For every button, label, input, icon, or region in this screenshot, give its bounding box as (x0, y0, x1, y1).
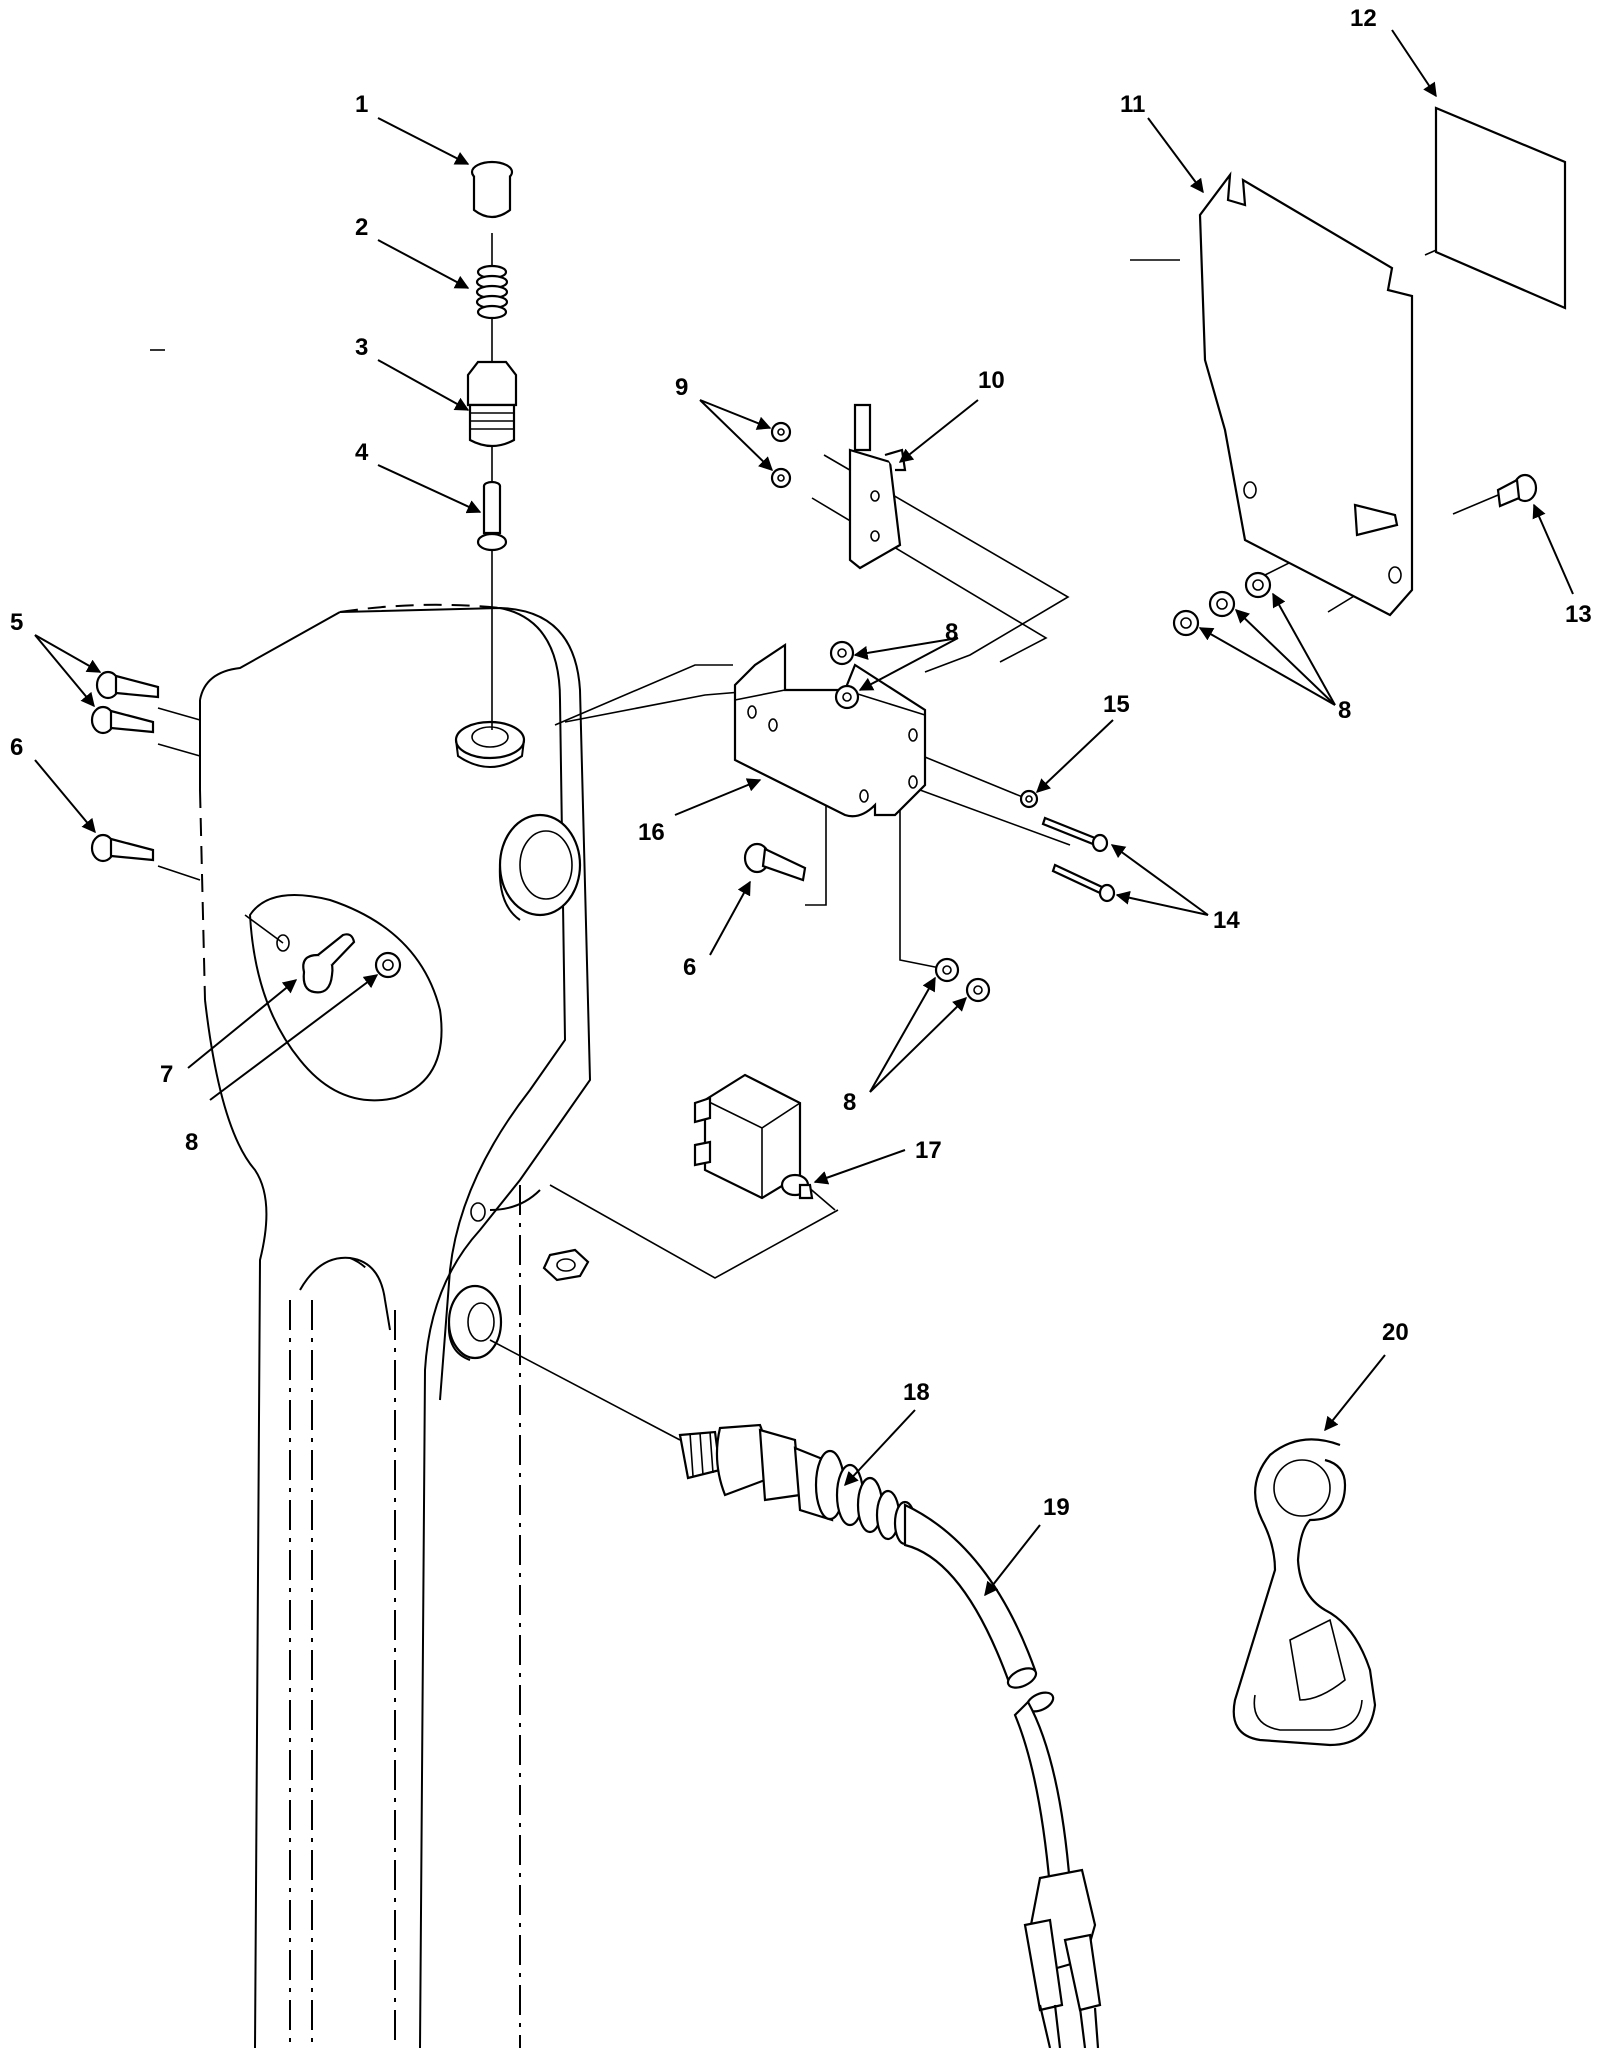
part-5-screws (90, 670, 160, 735)
part-2-spring (475, 264, 509, 320)
callout-11: 11 (1120, 91, 1145, 118)
callout-8b: 8 (945, 619, 958, 646)
part-11-cover-plate (1198, 171, 1414, 617)
callout-2: 2 (355, 214, 368, 241)
callout-8a: 8 (185, 1129, 198, 1156)
part-4-pin (476, 480, 508, 552)
callout-6b: 6 (683, 954, 696, 981)
part-8-nuts-bracket-upper (829, 640, 860, 710)
part-7-clamp (302, 933, 356, 994)
part-8-nuts-plate (1172, 571, 1272, 637)
callout-9: 9 (675, 374, 688, 401)
callout-19: 19 (1043, 1494, 1070, 1521)
part-17-relay (693, 1073, 814, 1200)
callout-16: 16 (638, 819, 665, 846)
part-16-bracket (733, 642, 927, 818)
callout-18: 18 (903, 1379, 930, 1406)
part-15-washer (1019, 789, 1039, 809)
callout-15: 15 (1103, 691, 1130, 718)
callout-1: 1 (355, 91, 368, 118)
part-8-nuts-lower (934, 957, 991, 1003)
callout-20: 20 (1382, 1319, 1409, 1346)
part-9-nuts (770, 421, 792, 489)
callout-17: 17 (915, 1137, 942, 1164)
callout-8d: 8 (843, 1089, 856, 1116)
part-6-screw-left (90, 833, 155, 863)
callout-10: 10 (978, 367, 1005, 394)
part-8-nut-pocket (374, 951, 402, 979)
part-1-cap (470, 160, 514, 219)
part-19-power-cord (903, 1503, 1102, 2048)
callout-3: 3 (355, 334, 368, 361)
part-20-hook-tag (1232, 1438, 1377, 1747)
part-11-stud (1353, 503, 1399, 537)
callout-4: 4 (355, 439, 369, 466)
callout-6a: 6 (10, 734, 23, 761)
part-13-screw (1496, 473, 1538, 508)
part-12-label (1434, 106, 1567, 310)
callout-8c: 8 (1338, 697, 1351, 724)
callout-5: 5 (10, 609, 23, 636)
callout-arrows (34, 29, 1574, 1597)
callout-labels: 1 2 3 4 5 6 6 7 8 8 8 8 9 10 11 12 13 14… (10, 5, 1592, 1521)
part-18-cord-strain-relief (678, 1423, 917, 1546)
callout-14: 14 (1213, 907, 1240, 934)
part-3-threaded-plug (466, 360, 518, 448)
part-6-screw-bracket (743, 842, 807, 882)
hex-nut-lower (542, 1248, 590, 1282)
main-housing-column (199, 603, 592, 2048)
callout-12: 12 (1350, 5, 1377, 32)
part-14-screws (1041, 816, 1116, 903)
callout-13: 13 (1565, 601, 1592, 628)
callout-7: 7 (160, 1061, 173, 1088)
part-10-switch (848, 403, 907, 570)
